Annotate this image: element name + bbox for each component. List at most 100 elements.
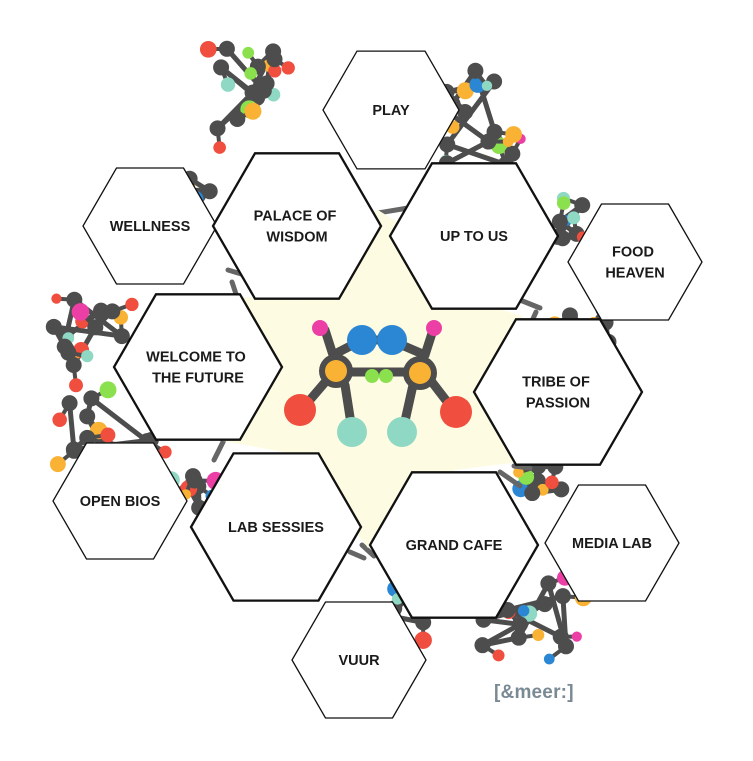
atom (244, 102, 262, 120)
bond-line (505, 593, 566, 613)
bond-line (359, 542, 377, 559)
atom (220, 77, 236, 92)
hex-grand-cafe[interactable]: GRAND CAFE (368, 471, 540, 619)
hex-palace-of-wisdom-label: PALACE OF WISDOM (254, 209, 341, 246)
hex-open-bios[interactable]: OPEN BIOS (52, 442, 188, 560)
hex-tribe-of-passion-shape (472, 318, 644, 466)
atom (242, 46, 255, 59)
atom (567, 211, 581, 225)
atom (536, 596, 553, 613)
atom (65, 357, 82, 374)
hex-play[interactable]: PLAY (322, 50, 460, 170)
atom (510, 629, 527, 646)
hex-open-bios-shape (52, 442, 188, 560)
atom (100, 427, 116, 443)
hex-lab-sessies[interactable]: LAB SESSIES (189, 452, 363, 602)
atom (83, 390, 100, 407)
hex-welcome-to-the-future[interactable]: WELCOME TO THE FUTURE (112, 293, 284, 441)
atom (69, 378, 83, 393)
atom (218, 40, 235, 57)
atom (213, 59, 230, 76)
hex-play-shape (322, 50, 460, 170)
atom (474, 637, 491, 654)
atom (199, 40, 217, 58)
bond-line (444, 141, 509, 167)
bond-line (347, 549, 367, 561)
atom (266, 51, 283, 68)
atom (268, 64, 282, 78)
center-atom (284, 394, 316, 426)
hex-vuur-label: VUUR (338, 653, 380, 669)
atom (113, 328, 130, 345)
atom (81, 350, 94, 363)
center-bond (320, 325, 338, 360)
atom (52, 412, 67, 428)
atom (504, 145, 521, 162)
atom (71, 303, 90, 321)
bond-line (517, 297, 543, 311)
hex-vuur-shape (291, 601, 427, 719)
bond-line (497, 469, 523, 489)
atom (65, 441, 82, 458)
atom (201, 183, 218, 200)
atom (244, 67, 257, 80)
hex-lab-sessies-shape (189, 452, 363, 602)
atom (513, 467, 524, 478)
center-atom (337, 417, 367, 447)
hex-wellness-label: WELLNESS (110, 219, 191, 235)
atom (517, 605, 530, 617)
hex-wellness[interactable]: WELLNESS (82, 167, 218, 285)
center-atom (440, 396, 472, 428)
atom (545, 475, 559, 490)
hex-food-heaven[interactable]: FOOD HEAVEN (567, 203, 703, 321)
atom (532, 629, 545, 642)
hex-up-to-us-label: UP TO US (440, 229, 508, 245)
atom (125, 297, 139, 312)
hex-play-label: PLAY (372, 103, 410, 119)
hex-grand-cafe-label: GRAND CAFE (406, 538, 503, 554)
hex-open-bios-label: OPEN BIOS (80, 494, 161, 510)
bond-line (211, 437, 227, 463)
atom (104, 303, 121, 320)
atom (540, 575, 557, 592)
atom (511, 616, 528, 633)
bond-line (505, 607, 564, 640)
bond-line (375, 205, 411, 216)
hex-tribe-of-passion[interactable]: TRIBE OF PASSION (472, 318, 644, 466)
atom (481, 80, 493, 92)
hex-tribe-of-passion-label: TRIBE OF PASSION (522, 375, 594, 412)
atom (467, 62, 484, 79)
hex-media-lab[interactable]: MEDIA LAB (544, 484, 680, 602)
center-atom (379, 369, 393, 383)
atom (551, 213, 568, 230)
atom (457, 103, 474, 120)
hex-up-to-us[interactable]: UP TO US (388, 162, 560, 310)
hex-media-lab-shape (544, 484, 680, 602)
atom (61, 395, 78, 412)
bond-line (51, 324, 125, 339)
hex-vuur[interactable]: VUUR (291, 601, 427, 719)
hex-food-heaven-shape (567, 203, 703, 321)
atom (229, 111, 246, 128)
hex-food-heaven-label: FOOD HEAVEN (605, 245, 664, 282)
atom (51, 293, 62, 304)
center-atom (365, 369, 379, 383)
atom (158, 445, 172, 459)
atom (45, 318, 62, 335)
center-atom (312, 320, 328, 336)
atom (480, 133, 497, 150)
center-atom (387, 417, 417, 447)
atom (556, 196, 571, 210)
atom (456, 82, 474, 100)
atom (185, 468, 202, 485)
brand-logo: [&meer:] (494, 682, 574, 703)
center-atom (325, 360, 347, 382)
atom (439, 136, 456, 153)
hex-palace-of-wisdom[interactable]: PALACE OF WISDOM (211, 152, 383, 300)
atom (554, 588, 571, 605)
atom (554, 230, 571, 247)
hex-grand-cafe-shape (368, 471, 540, 619)
atom (60, 344, 77, 361)
center-atom (426, 320, 442, 336)
